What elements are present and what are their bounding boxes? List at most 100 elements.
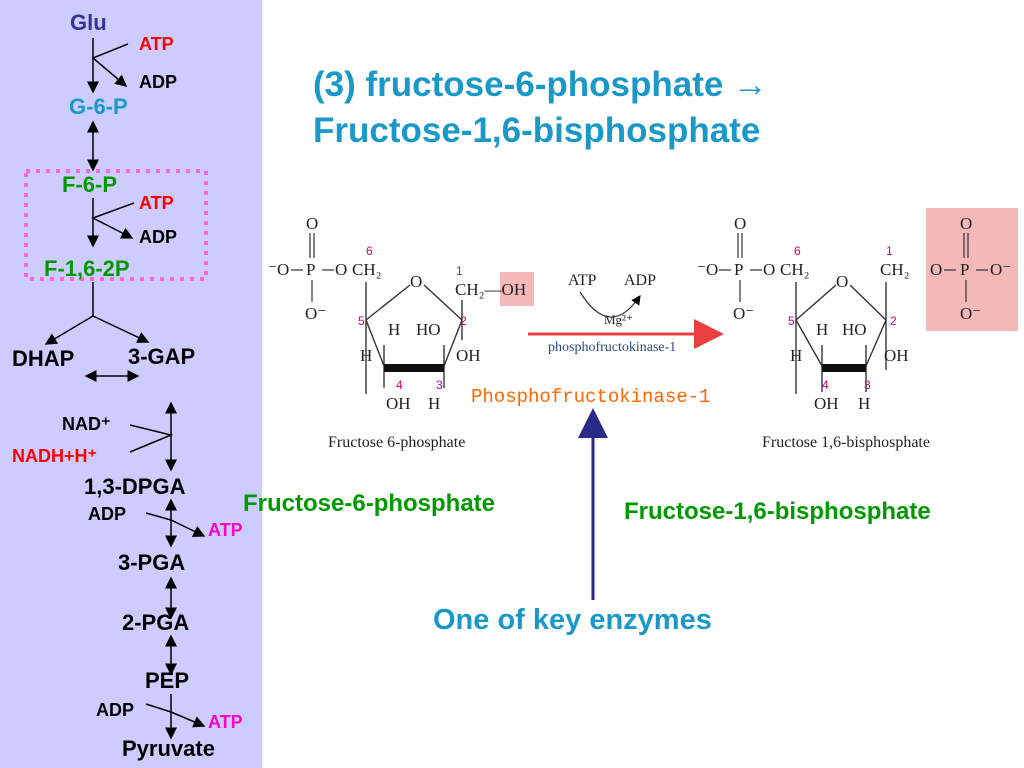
f16bp-h-5: H — [790, 346, 803, 365]
f6p-num-1: 1 — [456, 264, 463, 278]
oh-highlight — [500, 272, 534, 306]
f16bp-ring-bold-edge — [822, 364, 866, 372]
pga2-label: 2-PGA — [122, 610, 190, 635]
phosphate-highlight — [926, 208, 1018, 331]
f16bp-num-6: 6 — [794, 244, 801, 258]
pep-label: PEP — [145, 668, 190, 693]
glycolysis-sidebar — [0, 0, 262, 768]
f16bp-num-5: 5 — [788, 314, 795, 328]
nad-curve — [129, 424, 174, 453]
f16bp-label: F-1,6-2P — [44, 256, 130, 281]
atp-adp-reaction-curve — [579, 291, 641, 318]
enzyme-label: Phosphofructokinase-1 — [471, 386, 711, 408]
f6p-num-5: 5 — [358, 314, 365, 328]
f16bp-o-top-right: O — [960, 214, 973, 233]
f16bp-num-1: 1 — [886, 244, 893, 258]
f16bp-ch2-6: CH₂ — [780, 260, 810, 279]
f6p-o-minus-bottom: O⁻ — [305, 304, 327, 323]
slide-title: (3) fructose-6-phosphate → Fructose-1,6-… — [313, 62, 1003, 154]
reaction-enzyme-small: phosphofructokinase-1 — [548, 340, 677, 355]
highlight-box — [24, 169, 208, 281]
f6p-ho-3: HO — [416, 320, 441, 339]
f16bp-o-minus-bottom-right: O⁻ — [960, 304, 982, 323]
adp-atp-curve-4 — [145, 703, 206, 728]
f6p-caption: Fructose 6-phosphate — [328, 434, 466, 451]
f16bp-num-4: 4 — [822, 378, 829, 392]
f6p-h-3: H — [388, 320, 401, 339]
f16bp-right-phosphate-bonds — [944, 233, 988, 302]
f16bp-ch2-1: CH₂ — [880, 260, 910, 279]
f6p-p: P — [306, 260, 316, 279]
f6p-ch2oh: CH₂—OH — [455, 280, 527, 299]
f6p-num-2: 2 — [460, 314, 467, 328]
left-name-label: Fructose-6-phosphate — [243, 490, 496, 517]
atp-label-4: ATP — [208, 712, 243, 732]
adp-label-2: ADP — [139, 227, 178, 247]
nadh-label: NADH+H⁺ — [12, 446, 98, 466]
f6p-o-bridge: O — [335, 260, 348, 279]
f6p-o-minus-left: ⁻O — [268, 260, 290, 279]
f16bp-caption: Fructose 1,6-bisphosphate — [762, 434, 930, 451]
f6p-ring-o: O — [410, 272, 423, 291]
f6p-phosphate-bonds — [291, 233, 334, 302]
f16bp-ho-3: HO — [842, 320, 867, 339]
gap-label: 3-GAP — [128, 344, 196, 369]
f6p-h-4: H — [428, 394, 441, 413]
f6p-num-6: 6 — [366, 244, 373, 258]
split-to-dhap — [44, 315, 94, 345]
f16bp-ring-o: O — [836, 272, 849, 291]
atp-adp-curve-1 — [91, 43, 129, 87]
f16bp-o-minus-bottom-left: O⁻ — [733, 304, 755, 323]
f16bp-o-bridge-right: O — [930, 260, 943, 279]
reaction-atp: ATP — [568, 272, 597, 289]
reaction-mg: Mg²⁺ — [604, 312, 633, 327]
f16bp-o-minus-right: O⁻ — [990, 260, 1012, 279]
f6p-label: F-6-P — [62, 172, 117, 197]
f6p-o-top: O — [306, 214, 319, 233]
dhap-label: DHAP — [12, 346, 75, 371]
f16bp-oh-2: OH — [884, 346, 909, 365]
f16bp-num-3: 3 — [864, 378, 871, 392]
f6p-num-4: 4 — [396, 378, 403, 392]
adp-label-3: ADP — [88, 504, 127, 524]
f16bp-p-left: P — [734, 260, 744, 279]
title-line-1: (3) fructose-6-phosphate → — [313, 65, 769, 104]
atp-label-2: ATP — [139, 193, 174, 213]
f16bp-p-right: P — [960, 260, 970, 279]
key-enzyme-note: One of key enzymes — [433, 604, 712, 636]
f6p-oh-2: OH — [456, 346, 481, 365]
f6p-ring-bold-edge — [384, 364, 444, 372]
f16bp-o-top-left: O — [734, 214, 747, 233]
f6p-ch2-6: CH₂ — [352, 260, 382, 279]
atp-adp-curve-2 — [91, 202, 135, 239]
f16bp-oh-4: OH — [814, 394, 839, 413]
atp-label-1: ATP — [139, 34, 174, 54]
nad-label: NAD⁺ — [62, 414, 111, 434]
adp-label-4: ADP — [96, 700, 135, 720]
dpga-label: 1,3-DPGA — [84, 474, 186, 499]
adp-atp-curve-3 — [145, 512, 206, 537]
split-to-gap — [92, 315, 150, 343]
adp-label-1: ADP — [139, 72, 178, 92]
pyruvate-label: Pyruvate — [122, 736, 215, 761]
f16bp-num-2: 2 — [890, 314, 897, 328]
title-line-2: Fructose-1,6-bisphosphate — [313, 111, 761, 150]
f16bp-o-bridge-left: O — [763, 260, 776, 279]
f16bp-h-4: H — [858, 394, 871, 413]
f16bp-left-phosphate-bonds — [719, 233, 762, 302]
f6p-h-5: H — [360, 346, 373, 365]
f6p-ring — [365, 282, 463, 394]
glu-label: Glu — [70, 10, 107, 35]
atp-label-3: ATP — [208, 520, 243, 540]
f6p-num-3: 3 — [436, 378, 443, 392]
g6p-label: G-6-P — [69, 94, 128, 119]
f16bp-o-minus-left: ⁻O — [697, 260, 719, 279]
right-name-label: Fructose-1,6-bisphosphate — [624, 498, 931, 525]
f6p-oh-4: OH — [386, 394, 411, 413]
reaction-adp: ADP — [624, 272, 657, 289]
f16bp-h-3: H — [816, 320, 829, 339]
f16bp-ring — [795, 282, 887, 394]
pga3-label: 3-PGA — [118, 550, 186, 575]
